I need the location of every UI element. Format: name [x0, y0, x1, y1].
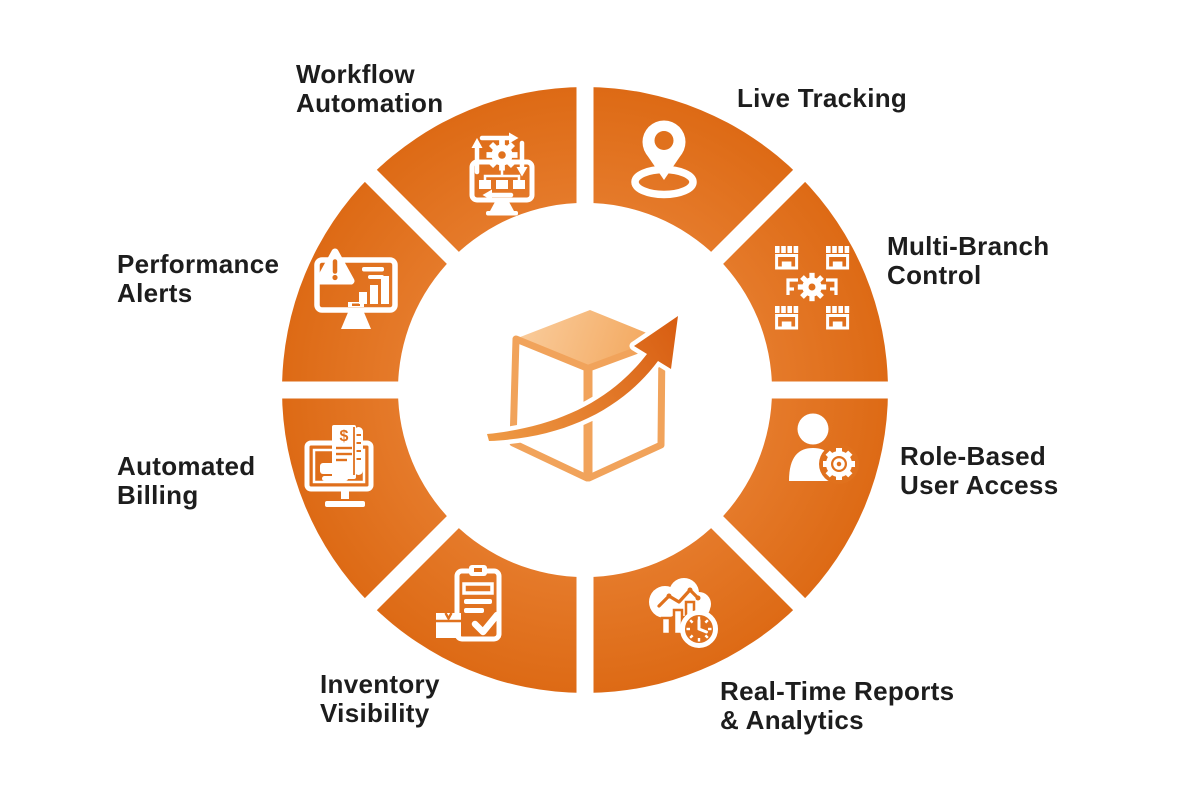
svg-text:$: $	[340, 428, 349, 445]
live-tracking-icon	[631, 120, 697, 199]
label-inventory-visibility: Inventory Visibility	[320, 669, 440, 728]
performance-alerts-icon	[314, 248, 398, 329]
label-live-tracking: Live Tracking	[737, 83, 908, 113]
role-based-user-access-icon	[789, 413, 859, 484]
multi-branch-control-icon	[773, 244, 851, 330]
label-role-based-user-access: Role-Based User Access	[900, 441, 1059, 500]
automated-billing-icon: $	[304, 425, 374, 507]
box-with-growth-arrow-logo	[482, 310, 683, 482]
label-automated-billing: Automated Billing	[117, 451, 256, 510]
inventory-visibility-icon	[436, 565, 502, 642]
workflow-automation-icon	[469, 132, 535, 216]
real-time-reports-analytics-icon	[649, 578, 718, 648]
label-performance-alerts: Performance Alerts	[117, 249, 280, 308]
label-workflow-automation: Workflow Automation	[296, 59, 444, 118]
growth-arrow-icon	[482, 311, 683, 446]
label-real-time-reports-analytics: Real-Time Reports & Analytics	[720, 676, 955, 735]
label-multi-branch-control: Multi-Branch Control	[887, 231, 1050, 290]
